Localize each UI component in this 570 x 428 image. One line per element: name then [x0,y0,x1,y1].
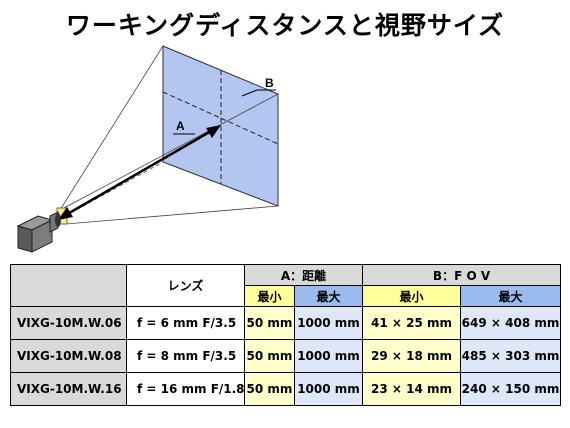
fov-center-horizontal [162,91,279,145]
spec-table: レンズ A：距離 B：F O V 最小 最大 最小 最大 VIXG-10M.W.… [10,264,562,406]
table-header-row: レンズ A：距離 B：F O V [10,264,562,307]
a-min-cell: 50 mm [244,372,295,406]
b-min-cell: 41 × 25 mm [362,306,462,340]
model-cell: VIXG-10M.W.06 [10,306,127,340]
a-max-cell: 1000 mm [293,339,364,373]
header-a-min: 最小 [244,285,295,307]
lens-cell: f = 16 mm F/1.8 [126,372,245,406]
arrowhead-near [58,207,73,220]
label-b: B [265,76,274,90]
header-group-a: A：距離 [243,264,364,286]
label-b-leader [241,89,258,97]
lens-cell: f = 8 mm F/3.5 [126,339,245,373]
page-title: ワーキングディスタンスと視野サイズ [65,11,505,40]
frustum-edge [65,205,279,225]
header-group-b: B：F O V [362,264,562,286]
distance-arrow [63,128,214,218]
a-max-cell: 1000 mm [293,306,364,340]
fov-diagram: A B [16,45,279,253]
model-cell: VIXG-10M.W.08 [10,339,127,373]
table-row: VIXG-10M.W.06 f = 6 mm F/3.5 50 mm 1000 … [10,306,562,340]
header-a-max: 最大 [293,285,364,307]
arrowhead-far [206,125,221,138]
header-blank [10,264,127,307]
header-b-min: 最小 [362,285,462,307]
a-max-cell: 1000 mm [293,372,364,406]
a-min-cell: 50 mm [244,339,295,373]
b-min-cell: 23 × 14 mm [362,372,462,406]
model-cell: VIXG-10M.W.16 [10,372,127,406]
b-max-cell: 649 × 408 mm [460,306,562,340]
table-row: VIXG-10M.W.16 f = 16 mm F/1.8 50 mm 1000… [10,372,562,406]
frustum-edge [57,161,164,221]
a-min-cell: 50 mm [244,306,295,340]
table-row: VIXG-10M.W.08 f = 8 mm F/3.5 50 mm 1000 … [10,339,562,373]
frustum-edge [63,93,279,209]
header-b-max: 最大 [460,285,562,307]
label-a: A [176,119,185,133]
lens-cell: f = 6 mm F/3.5 [126,306,245,340]
header-lens: レンズ [126,264,245,307]
b-max-cell: 485 × 303 mm [460,339,562,373]
frustum-edge [59,45,164,211]
b-max-cell: 240 × 150 mm [460,372,562,406]
b-min-cell: 29 × 18 mm [362,339,462,373]
camera-icon [16,211,61,253]
